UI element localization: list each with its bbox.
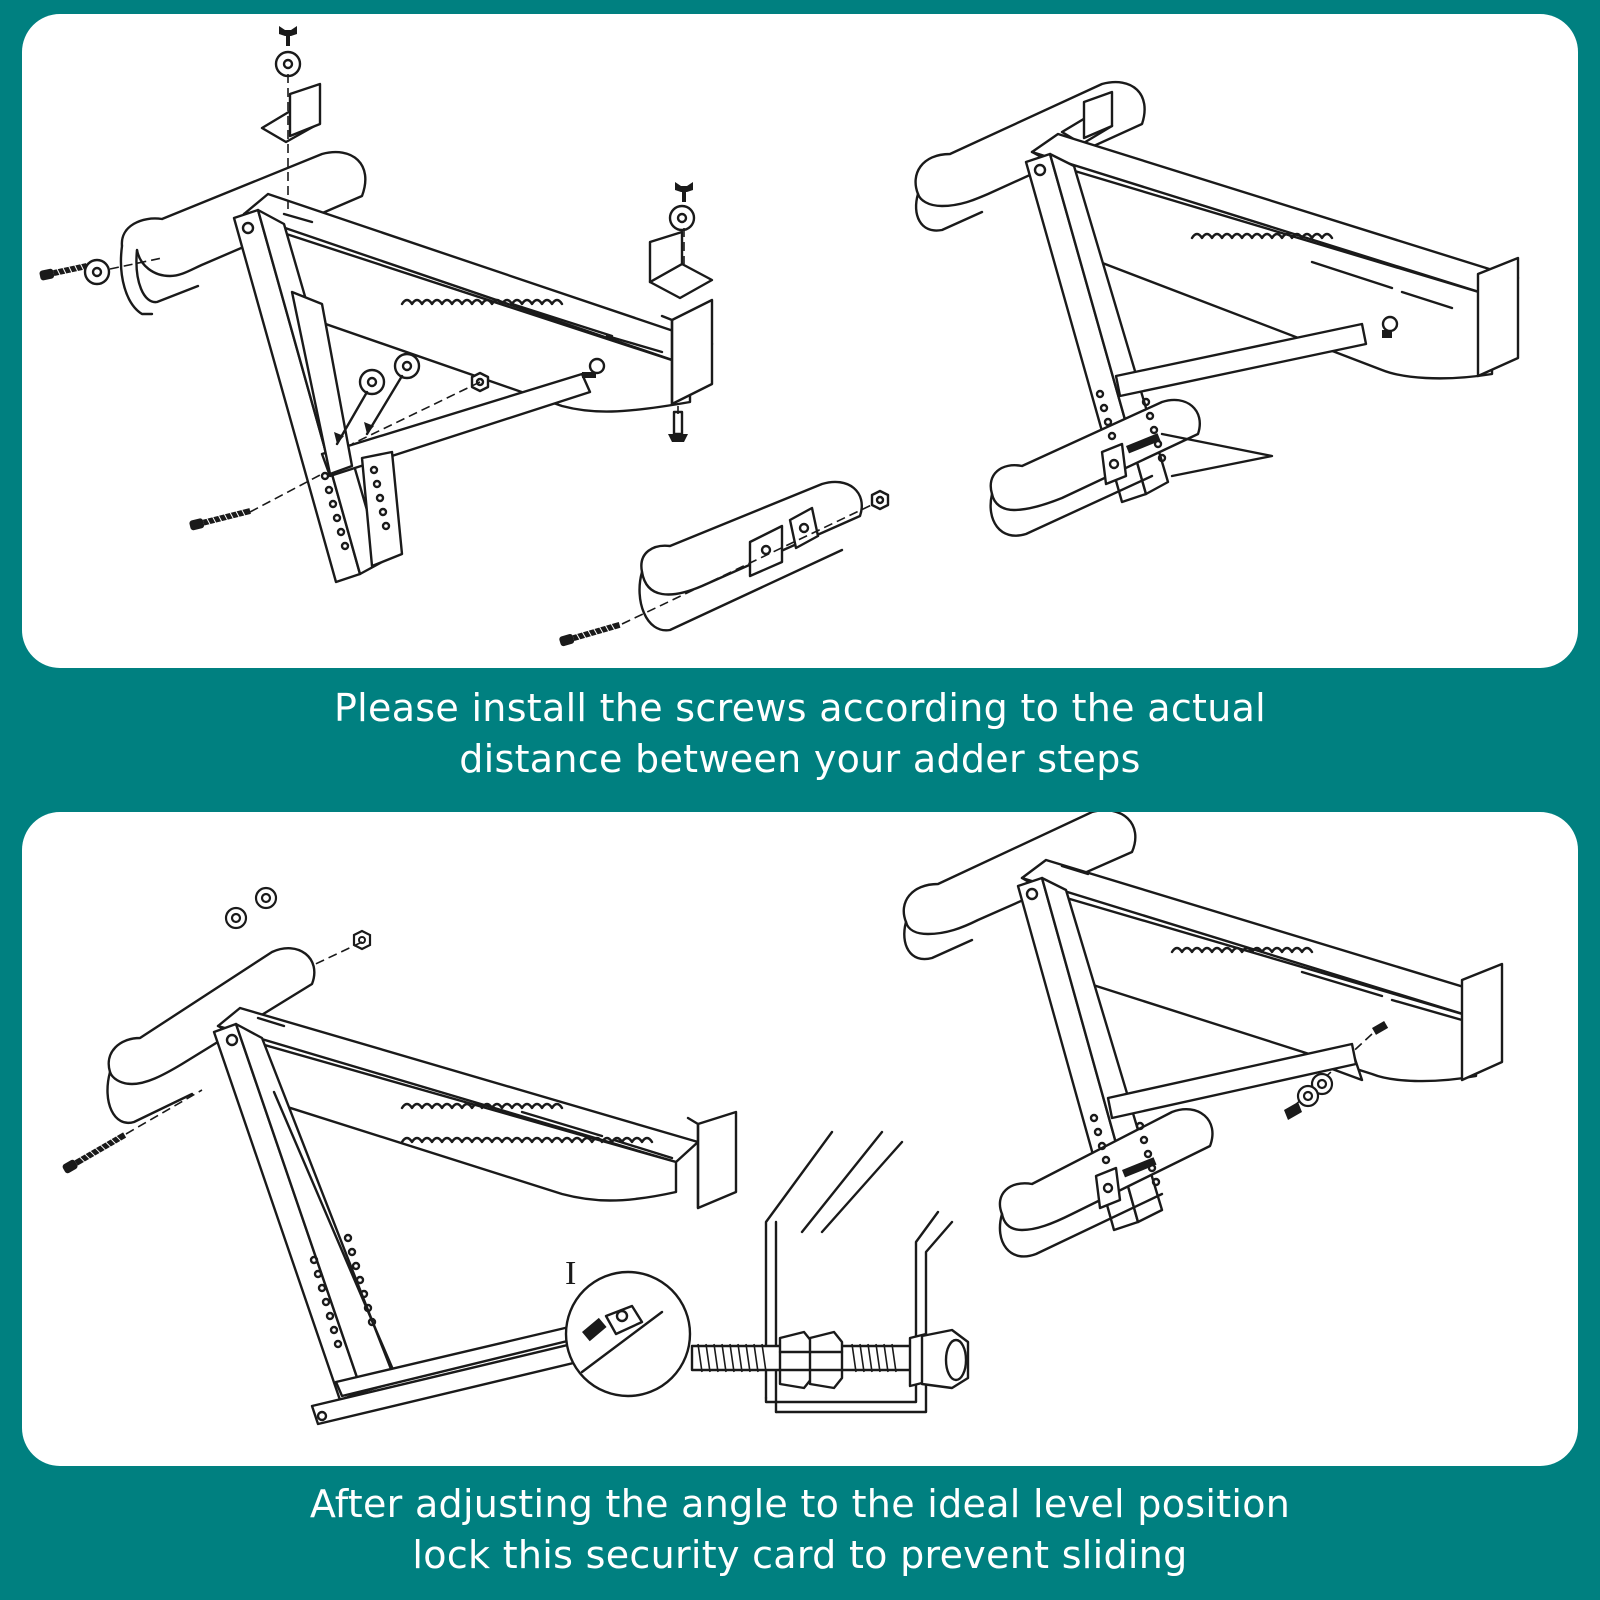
assembled-bracket-right-bottom xyxy=(902,812,1504,1258)
caption-top-line1: Please install the screws according to t… xyxy=(333,686,1267,730)
top-diagram-panel xyxy=(22,14,1578,668)
bracket-with-security-card: I xyxy=(61,886,738,1426)
assembly-diagram-bottom: I xyxy=(61,812,1504,1426)
caption-top-line2: distance between your adder steps xyxy=(459,737,1141,781)
detail-label: I xyxy=(565,1255,576,1292)
caption-bottom: After adjusting the angle to the ideal l… xyxy=(0,1479,1600,1581)
bottom-diagram-panel: I xyxy=(22,812,1578,1466)
caption-bottom-line1: After adjusting the angle to the ideal l… xyxy=(309,1482,1291,1526)
exploded-pipe-bottom xyxy=(558,480,890,648)
assembled-bracket-right xyxy=(914,81,1520,537)
bolt-detail-view xyxy=(690,1130,970,1414)
exploded-bracket-left xyxy=(38,26,714,584)
assembly-diagram-top xyxy=(38,26,1520,648)
caption-top: Please install the screws according to t… xyxy=(0,683,1600,785)
caption-bottom-line2: lock this security card to prevent slidi… xyxy=(412,1533,1188,1577)
